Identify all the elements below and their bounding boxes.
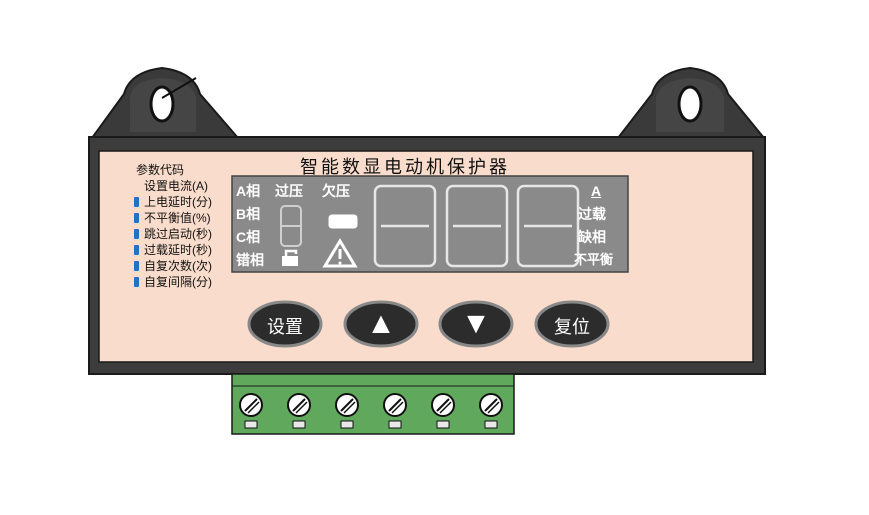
set-button[interactable]: 设置 <box>267 317 303 337</box>
parameter-row: 自复次数(次) <box>132 258 242 274</box>
left-mounting-ear <box>90 66 241 139</box>
parameter-code-icon <box>132 276 142 288</box>
button-shapes <box>247 300 610 348</box>
lcd-undervoltage: 欠压 <box>322 183 350 199</box>
terminal-screws <box>239 393 503 429</box>
terminal-screw <box>287 393 311 429</box>
reset-button[interactable]: 复位 <box>554 317 590 337</box>
parameter-label: 自复间隔(分) <box>144 275 212 289</box>
device-title: 智能数显电动机保护器 <box>300 157 510 177</box>
digit-1 <box>373 184 437 268</box>
right-mounting-ear <box>615 66 767 139</box>
down-button[interactable]: ▼ <box>461 307 491 340</box>
digit-3 <box>516 184 580 268</box>
lcd-phase-b: B相 <box>236 206 261 222</box>
minus-segment <box>328 214 358 229</box>
terminal-screw <box>431 393 455 429</box>
terminal-block <box>231 373 515 435</box>
parameter-row: 设置电流(A) <box>132 178 242 194</box>
parameter-code-icon <box>132 196 142 208</box>
parameter-label: 跳过启动(秒) <box>144 227 212 241</box>
lcd-imbalance: 不平衡 <box>574 252 614 267</box>
lock-icon <box>282 249 298 266</box>
terminal-screw <box>335 393 359 429</box>
parameter-label: 不平衡值(%) <box>144 211 211 225</box>
lcd-phase-error: 错相 <box>236 252 264 268</box>
parameter-code-icon <box>132 260 142 272</box>
parameter-row: 过载延时(秒) <box>132 242 242 258</box>
terminal-screw <box>479 393 503 429</box>
parameter-row: 跳过启动(秒) <box>132 226 242 242</box>
parameter-row: 上电延时(分) <box>132 194 242 210</box>
parameter-code-icon <box>132 228 142 240</box>
warning-triangle-icon <box>322 238 358 268</box>
up-button[interactable]: ▲ <box>366 307 396 340</box>
terminal-screw <box>239 393 263 429</box>
parameter-label: 自复次数(次) <box>144 259 212 273</box>
parameter-code-icon <box>132 212 142 224</box>
lcd-overload: 过载 <box>578 206 606 222</box>
parameter-code-icon <box>132 180 142 192</box>
small-digit <box>280 205 302 247</box>
lcd-phase-c: C相 <box>236 229 261 245</box>
lcd-phase-loss: 缺相 <box>578 229 606 245</box>
parameter-row: 自复间隔(分) <box>132 274 242 290</box>
parameter-label: 设置电流(A) <box>144 179 208 193</box>
parameter-list-header: 参数代码 <box>136 163 185 177</box>
lcd-screen <box>231 175 629 273</box>
lcd-unit-amp: A <box>591 183 602 199</box>
terminal-screw <box>383 393 407 429</box>
digit-2 <box>445 184 509 268</box>
lcd-overvoltage: 过压 <box>275 183 303 199</box>
parameter-list: 参数代码 设置电流(A) 上电延时(分) 不平衡值(%) 跳过启动(秒) 过载延时(秒)… <box>132 162 242 290</box>
parameter-code-icon <box>132 244 142 256</box>
parameter-label: 上电延时(分) <box>144 195 212 209</box>
lcd-phase-a: A相 <box>236 183 261 199</box>
parameter-row: 不平衡值(%) <box>132 210 242 226</box>
parameter-label: 过载延时(秒) <box>144 243 212 257</box>
